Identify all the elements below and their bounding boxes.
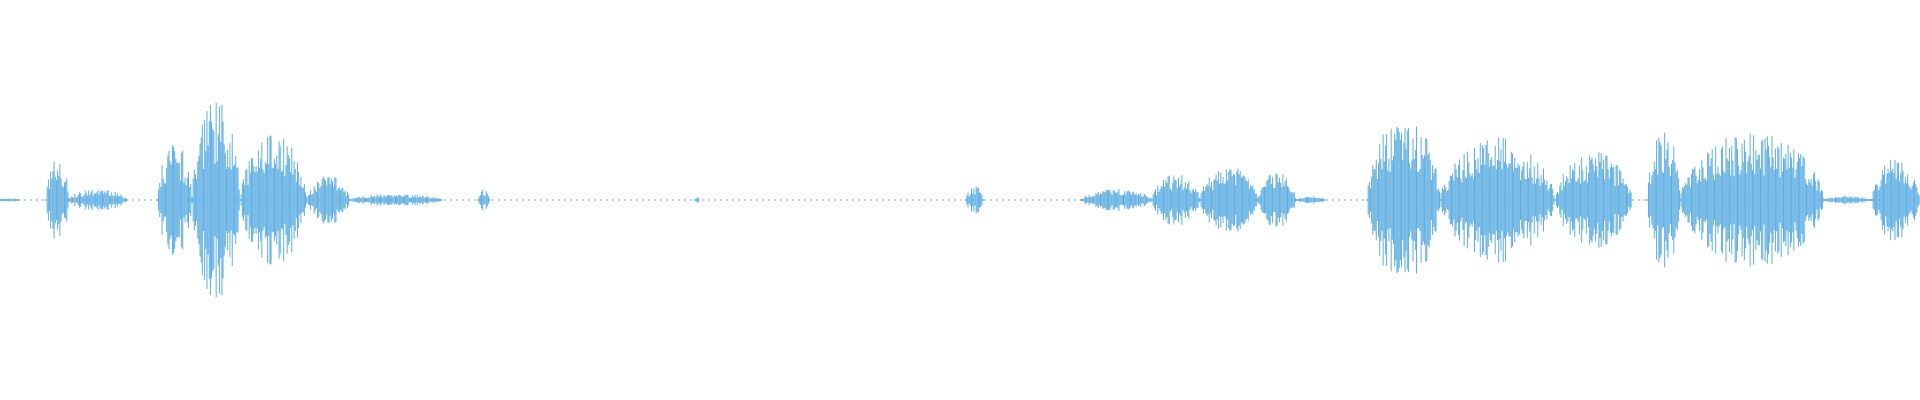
waveform-segment (0, 198, 19, 202)
waveform-segment (1679, 133, 1825, 267)
waveform-segment (694, 197, 699, 203)
waveform-segment (1199, 168, 1258, 232)
waveform-segment (1439, 137, 1556, 263)
waveform-segment (191, 102, 240, 298)
waveform-segment (1295, 196, 1326, 204)
waveform-segment (1646, 132, 1681, 268)
waveform-segment (477, 189, 491, 211)
waveform-segment (1366, 126, 1440, 274)
waveform-segment (1823, 196, 1872, 204)
waveform-segment (239, 135, 308, 265)
waveform-segment (1554, 152, 1632, 248)
waveform-segment (965, 186, 984, 214)
waveform-segment (306, 176, 350, 224)
waveform-segment (68, 189, 128, 211)
waveform-segment (1257, 173, 1297, 227)
waveform-segment (1871, 159, 1920, 241)
waveform-segment (348, 194, 442, 206)
waveform-segment (1080, 188, 1152, 212)
waveform-segment (45, 161, 70, 239)
waveform-segment (1151, 175, 1200, 225)
